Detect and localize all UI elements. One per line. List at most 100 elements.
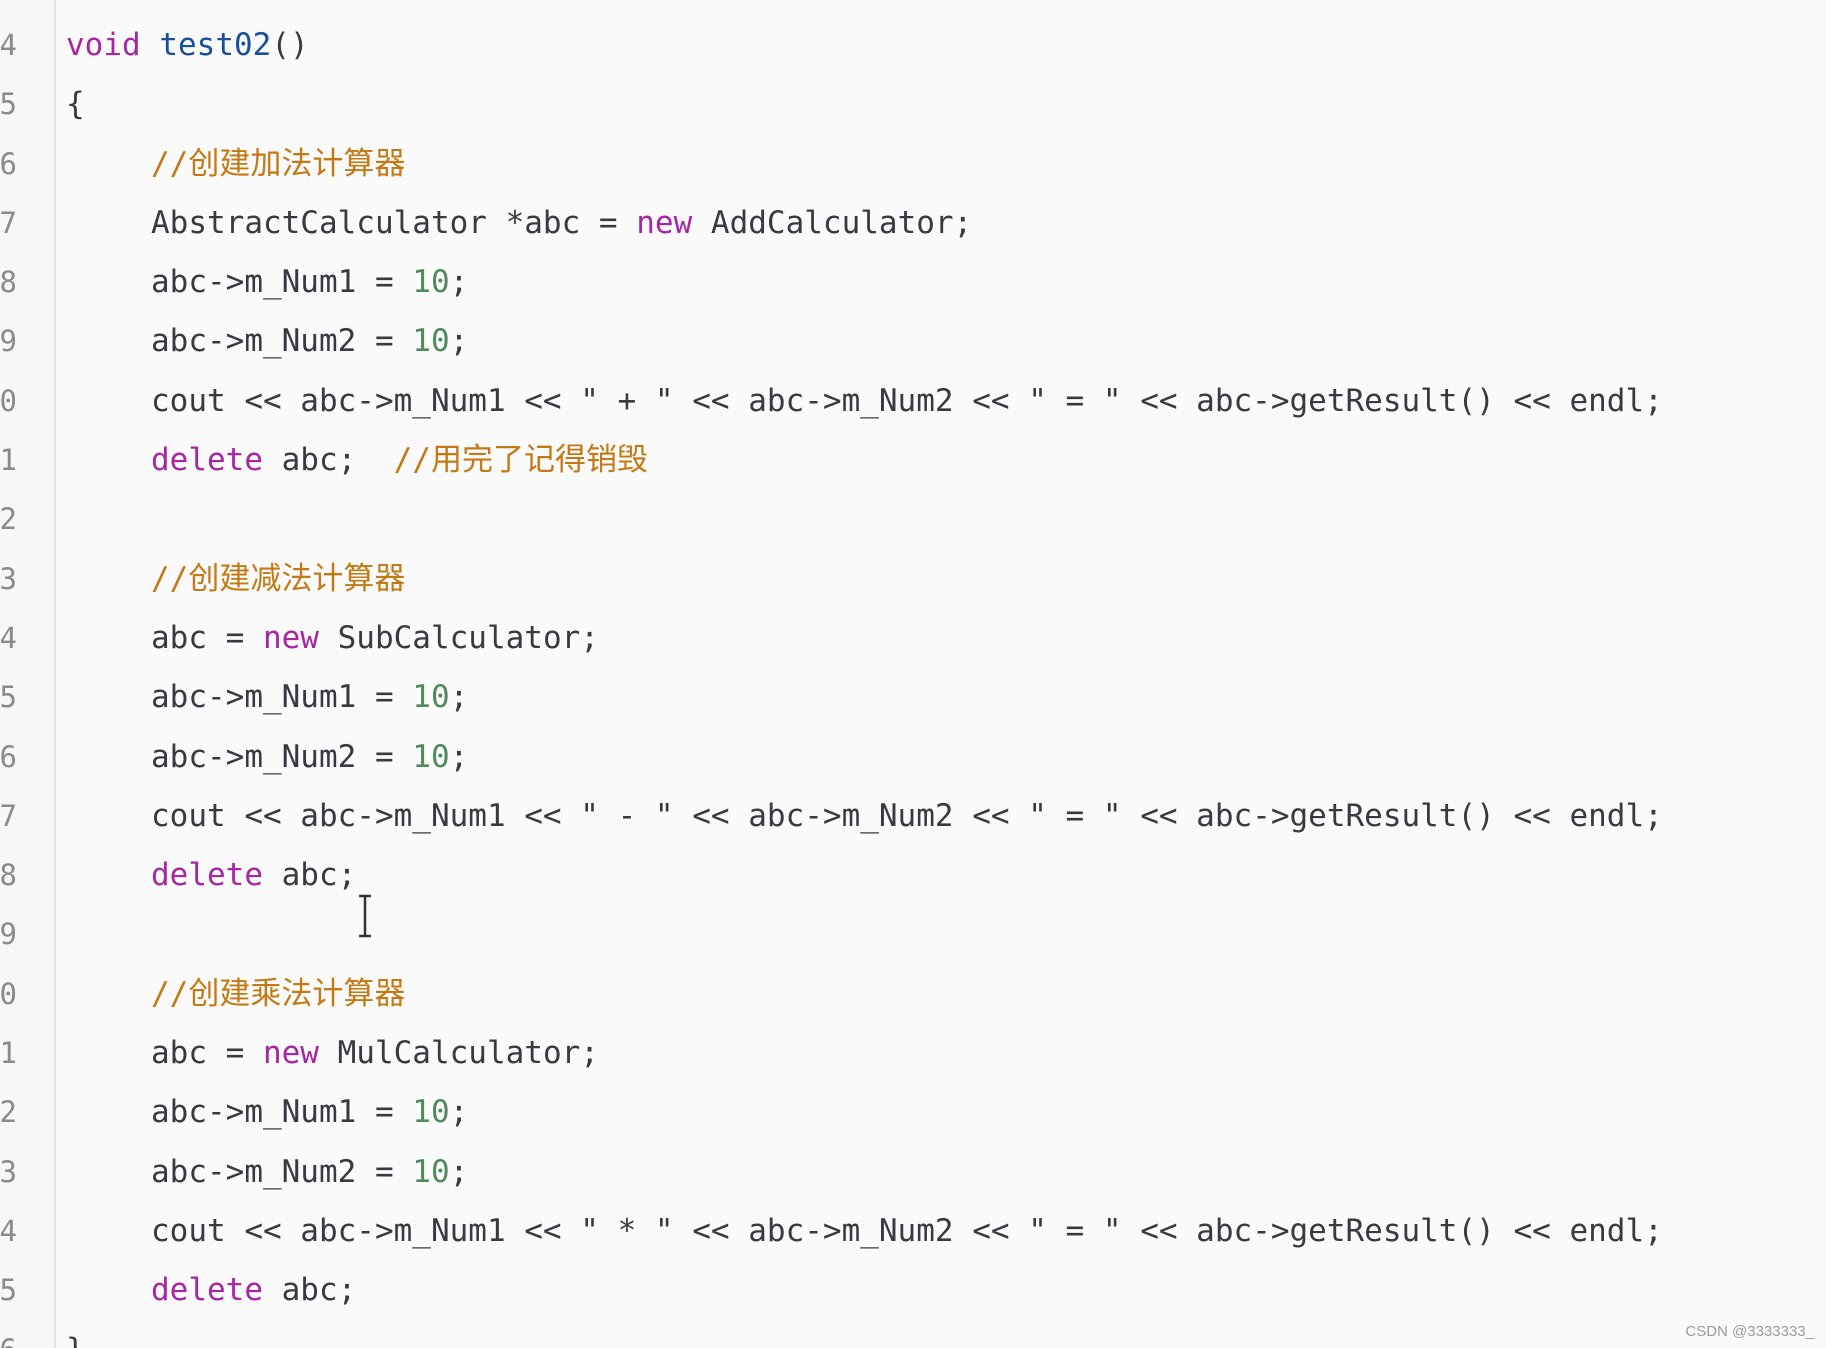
line-content: delete abc; //用完了记得销毁 — [66, 431, 648, 490]
token-num: 10 — [412, 264, 450, 301]
code-line[interactable]: 00 //创建乘法计算器 — [0, 965, 1826, 1024]
token-str: " * " — [580, 1212, 674, 1249]
token-op: ; — [449, 264, 469, 301]
line-content: AbstractCalculator *abc = new AddCalcula… — [66, 194, 972, 253]
token-op: ; — [449, 323, 469, 360]
line-content: delete abc; — [66, 846, 356, 905]
line-content: abc->m_Num2 = 10; — [66, 1143, 468, 1202]
token-op: ; — [449, 1153, 469, 1190]
token-kw: new — [636, 204, 693, 241]
token-num: 10 — [412, 323, 450, 360]
line-content: abc->m_Num1 = 10; — [66, 668, 468, 727]
line-number: 35 — [0, 87, 17, 122]
token-op: ; — [449, 738, 469, 775]
code-line[interactable]: 94 abc = new SubCalculator; — [0, 609, 1826, 668]
token-kw: delete — [151, 442, 263, 479]
token-str: " = " — [1028, 797, 1122, 834]
token-str: " + " — [580, 382, 674, 419]
line-number: 94 — [0, 620, 17, 655]
code-line[interactable]: 04cout << abc->m_Num1 << " * " << abc->m… — [0, 1202, 1826, 1261]
token-op: abc = — [151, 1035, 263, 1072]
token-kw: void — [66, 27, 160, 63]
token-cmt: //创建加法计算器 — [151, 145, 406, 182]
token-op: ; — [449, 1094, 469, 1131]
code-line[interactable]: 38 abc->m_Num1 = 10; — [0, 253, 1826, 312]
token-op: abc->m_Num1 = — [151, 264, 413, 301]
code-line[interactable]: 39 abc->m_Num2 = 10; — [0, 312, 1826, 371]
token-str: " - " — [580, 797, 674, 834]
code-line[interactable]: 93//创建减法计算器 — [0, 550, 1826, 609]
token-op: AddCalculator; — [692, 204, 973, 241]
line-number: 39 — [0, 324, 17, 359]
code-line[interactable]: 91delete abc; //用完了记得销毁 — [0, 431, 1826, 490]
token-op: << abc->m_Num2 << — [673, 1212, 1029, 1249]
line-number: 05 — [0, 1273, 17, 1308]
token-num: 10 — [412, 1153, 450, 1190]
line-number: 97 — [0, 798, 17, 833]
token-kw: delete — [151, 857, 263, 894]
code-line[interactable]: 90 cout << abc->m_Num1 << " + " << abc->m… — [0, 372, 1826, 431]
token-cmt: //创建乘法计算器 — [151, 975, 406, 1012]
line-number: 93 — [0, 561, 17, 596]
line-content: //创建加法计算器 — [66, 135, 405, 194]
token-op: MulCalculator; — [318, 1035, 599, 1072]
line-content: } — [66, 1321, 85, 1348]
token-str: " = " — [1028, 382, 1122, 419]
token-fn: test02 — [159, 27, 272, 63]
token-op: abc->m_Num2 = — [151, 1153, 413, 1190]
code-line[interactable]: 02abc->m_Num1 = 10; — [0, 1083, 1826, 1142]
token-op: abc; — [262, 442, 394, 479]
line-content: { — [66, 75, 85, 134]
code-line[interactable]: 06} — [0, 1321, 1826, 1348]
token-str: " = " — [1028, 1212, 1122, 1249]
line-number: 92 — [0, 502, 17, 537]
line-content: abc = new SubCalculator; — [66, 609, 599, 668]
token-op: abc->m_Num1 = — [151, 1094, 413, 1131]
line-content: delete abc; — [66, 1261, 356, 1320]
token-op: AbstractCalculator *abc = — [151, 204, 637, 241]
code-line[interactable]: 95 abc->m_Num1 = 10; — [0, 668, 1826, 727]
code-area[interactable]: 34void test02() 35 {36//创建加法计算器 37 AbstractC… — [0, 16, 1826, 1348]
token-op: << abc->m_Num2 << — [673, 382, 1029, 419]
code-line[interactable]: 96abc->m_Num2 = 10; — [0, 728, 1826, 787]
code-line[interactable]: 36//创建加法计算器 — [0, 135, 1826, 194]
line-number-gutter — [0, 0, 56, 1348]
line-content: abc->m_Num1 = 10; — [66, 253, 468, 312]
line-number: 38 — [0, 265, 17, 300]
line-number: 00 — [0, 976, 17, 1011]
token-kw: new — [262, 619, 319, 656]
line-number: 37 — [0, 205, 17, 240]
token-op: cout << abc->m_Num1 << — [151, 797, 581, 834]
token-cmt: //用完了记得销毁 — [393, 442, 648, 479]
token-num: 10 — [412, 1094, 450, 1131]
code-line[interactable]: 37 AbstractCalculator *abc = new AddCalcu… — [0, 194, 1826, 253]
line-content: //创建乘法计算器 — [66, 965, 405, 1024]
token-op: abc->m_Num1 = — [151, 679, 413, 716]
code-line[interactable]: 03 abc->m_Num2 = 10; — [0, 1143, 1826, 1202]
code-line[interactable]: 98delete abc; — [0, 846, 1826, 905]
token-op: } — [66, 1332, 85, 1348]
token-num: 10 — [412, 679, 450, 716]
code-line[interactable]: 34void test02() — [0, 16, 1826, 75]
code-line[interactable]: 01abc = new MulCalculator; — [0, 1024, 1826, 1083]
token-op: abc->m_Num2 = — [151, 323, 413, 360]
code-line[interactable]: 05 delete abc; — [0, 1261, 1826, 1320]
code-line[interactable]: 92 — [0, 490, 1826, 549]
token-num: 10 — [412, 738, 450, 775]
token-kw: new — [262, 1035, 319, 1072]
line-content: abc->m_Num1 = 10; — [66, 1083, 468, 1142]
watermark: CSDN @3333333_ — [1685, 1323, 1814, 1340]
code-line[interactable]: 97cout << abc->m_Num1 << " - " << abc->m… — [0, 787, 1826, 846]
line-number: 90 — [0, 383, 17, 418]
line-content: cout << abc->m_Num1 << " + " << abc->m_N… — [66, 372, 1663, 431]
text-cursor-icon — [359, 894, 371, 938]
token-op: cout << abc->m_Num1 << — [151, 382, 581, 419]
token-op: abc->m_Num2 = — [151, 738, 413, 775]
line-number: 03 — [0, 1154, 17, 1189]
code-line[interactable]: 99 — [0, 905, 1826, 964]
token-op: abc = — [151, 619, 263, 656]
code-line[interactable]: 35 { — [0, 75, 1826, 134]
line-number: 04 — [0, 1213, 17, 1248]
line-number: 95 — [0, 680, 17, 715]
